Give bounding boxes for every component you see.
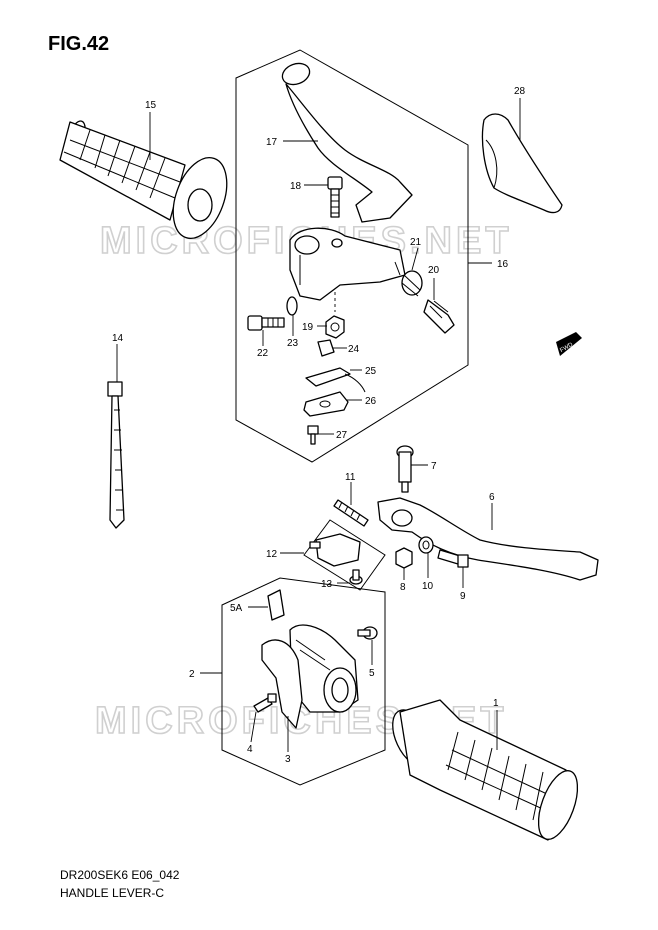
washer-23 bbox=[286, 296, 298, 316]
bolt-18 bbox=[327, 176, 343, 218]
callout-6: 6 bbox=[489, 492, 495, 503]
model-code: DR200SEK6 E06_042 bbox=[60, 868, 180, 882]
throttle-housing-2 bbox=[289, 624, 359, 713]
forward-direction-badge: FWD bbox=[556, 332, 582, 356]
callout-5: 5 bbox=[369, 668, 375, 679]
callout-8: 8 bbox=[400, 582, 406, 593]
callout-27: 27 bbox=[336, 430, 348, 441]
callout-5a: 5A bbox=[230, 603, 243, 614]
callout-3: 3 bbox=[285, 754, 291, 765]
assembly-frame-12 bbox=[303, 519, 386, 591]
callout-25: 25 bbox=[365, 366, 377, 377]
collar-10 bbox=[418, 536, 434, 554]
bolt-7 bbox=[396, 445, 414, 493]
assembly-frame-16 bbox=[235, 49, 469, 463]
callout-19: 19 bbox=[302, 322, 314, 333]
leader-lines bbox=[116, 98, 521, 752]
callout-15: 15 bbox=[145, 100, 157, 111]
nut-19 bbox=[325, 315, 345, 339]
callout-16: 16 bbox=[497, 259, 509, 270]
callout-24: 24 bbox=[348, 344, 360, 355]
callout-23: 23 bbox=[287, 338, 299, 349]
callout-4: 4 bbox=[247, 744, 253, 755]
callout-21: 21 bbox=[410, 237, 422, 248]
assembly-frame-2 bbox=[221, 577, 386, 786]
left-grip-15 bbox=[59, 120, 228, 239]
screw-13 bbox=[349, 569, 363, 585]
callout-10: 10 bbox=[422, 581, 434, 592]
housing-cap-3 bbox=[261, 639, 303, 729]
callout-20: 20 bbox=[428, 265, 440, 276]
callout-28: 28 bbox=[514, 86, 526, 97]
callout-9: 9 bbox=[460, 591, 466, 602]
clip-24 bbox=[317, 339, 335, 357]
callout-18: 18 bbox=[290, 181, 302, 192]
callout-26: 26 bbox=[365, 396, 377, 407]
callout-17: 17 bbox=[266, 137, 278, 148]
bolt-22 bbox=[247, 315, 285, 331]
brake-switch-12 bbox=[309, 533, 361, 567]
callout-7: 7 bbox=[431, 461, 437, 472]
callout-2: 2 bbox=[189, 669, 195, 680]
lever-bracket-16 bbox=[289, 227, 406, 301]
callout-22: 22 bbox=[257, 348, 269, 359]
right-grip-1 bbox=[392, 699, 579, 841]
screw-27 bbox=[307, 425, 319, 445]
lever-cover-28 bbox=[481, 113, 563, 214]
screw-4 bbox=[253, 693, 277, 713]
clamp-5a bbox=[267, 589, 285, 621]
callout-labels: 15 28 17 18 21 16 20 19 22 23 24 25 26 2… bbox=[112, 86, 526, 765]
callout-14: 14 bbox=[112, 333, 124, 344]
callout-1: 1 bbox=[493, 698, 499, 709]
brake-lever-6 bbox=[377, 497, 599, 581]
cable-band-14 bbox=[107, 381, 125, 529]
screw-5 bbox=[357, 626, 378, 640]
adjuster-bolt-20 bbox=[423, 299, 455, 334]
adjust-screw-11 bbox=[333, 499, 369, 527]
callout-13: 13 bbox=[321, 579, 333, 590]
adjuster-21 bbox=[401, 270, 423, 297]
clutch-lever-17 bbox=[281, 62, 413, 223]
callout-11: 11 bbox=[345, 472, 356, 483]
callout-12: 12 bbox=[266, 549, 278, 560]
figure-title: FIG.42 bbox=[48, 33, 110, 55]
section-name: HANDLE LEVER-C bbox=[60, 886, 165, 900]
nut-8 bbox=[395, 547, 413, 569]
cover-26 bbox=[303, 391, 349, 417]
switch-25 bbox=[305, 367, 366, 393]
